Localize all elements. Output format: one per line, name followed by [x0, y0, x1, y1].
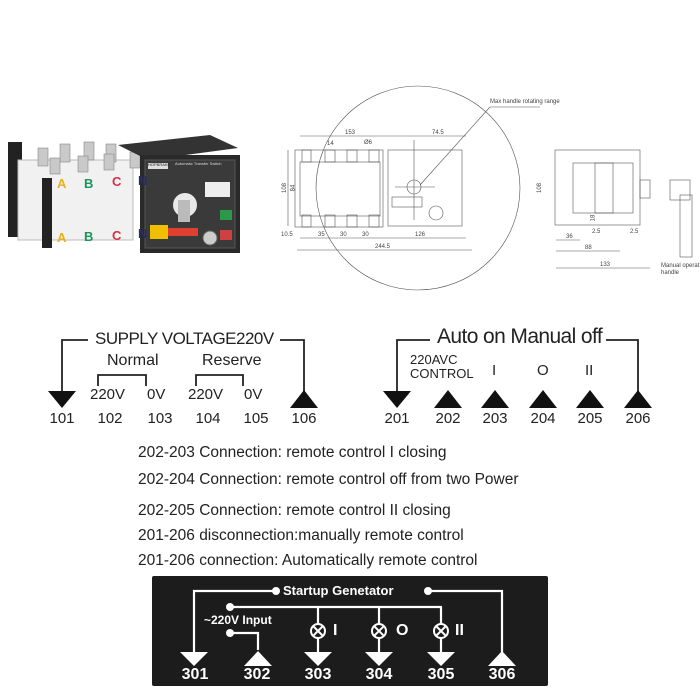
- phase-c-top: C: [112, 174, 122, 189]
- phase-c-bottom: C: [112, 228, 122, 243]
- terminal-205: 205: [577, 410, 603, 427]
- terminal-205-arrow: [576, 390, 604, 408]
- terminal-203: 203: [482, 410, 508, 427]
- dim-126: 126: [415, 232, 426, 238]
- lamp-ii-icon: [433, 623, 449, 639]
- description-line: 202-203 Connection: remote control I clo…: [138, 444, 447, 461]
- terminal-204-arrow: [529, 390, 557, 408]
- control-label-1: 220AVC: [410, 352, 458, 367]
- phase-a-bottom: A: [57, 230, 67, 245]
- terminal-105: 105: [243, 410, 269, 427]
- voltage-102: 220V: [90, 386, 126, 403]
- description-line: 201-206 disconnection:manually remote co…: [138, 527, 464, 544]
- terminal-304-arrow: [365, 652, 393, 666]
- description-line: 202-204 Connection: remote control off f…: [138, 471, 519, 488]
- dim-88: 88: [585, 245, 592, 251]
- terminal-204: 204: [530, 410, 556, 427]
- terminal-202: 202: [435, 410, 461, 427]
- dim-10-5: 10.5: [281, 232, 293, 238]
- terminal-201: 201: [384, 410, 410, 427]
- terminal-302: 302: [243, 666, 271, 683]
- brand-label: HOPBRAKE: [148, 162, 171, 167]
- control-label-2: CONTROL: [410, 366, 474, 381]
- position-i-label: I: [492, 362, 497, 379]
- dim-133: 133: [600, 262, 611, 268]
- dim-diameter-6: Ø6: [364, 140, 373, 146]
- auto-title: Auto on Manual off: [437, 325, 603, 348]
- input-label: ~220V Input: [204, 613, 272, 627]
- position-ii-label: II: [585, 362, 594, 379]
- terminal-304: 304: [365, 666, 393, 683]
- dim-153: 153: [345, 130, 356, 136]
- dim-14: 14: [327, 141, 334, 147]
- terminal-306-arrow: [488, 651, 516, 666]
- terminal-101: 101: [49, 410, 75, 427]
- description-line: 201-206 connection: Automatically remote…: [138, 552, 478, 569]
- voltage-103: 0V: [147, 386, 166, 403]
- voltage-104: 220V: [188, 386, 224, 403]
- dim-35: 35: [318, 232, 325, 238]
- lamp-i-label: I: [333, 622, 338, 639]
- phase-b-top: B: [84, 176, 94, 191]
- terminal-303: 303: [304, 666, 332, 683]
- terminal-103: 103: [147, 410, 173, 427]
- phase-b-bottom: B: [84, 229, 94, 244]
- rotating-range-callout: Max handle rotating range: [490, 99, 560, 105]
- dim-244-5: 244.5: [375, 244, 391, 250]
- description-line: 202-205 Connection: remote control II cl…: [138, 502, 451, 519]
- terminal-206-arrow: [624, 390, 652, 408]
- terminal-305-arrow: [427, 652, 455, 666]
- lamp-o-icon: [371, 623, 387, 639]
- phase-a-top: A: [57, 176, 67, 191]
- handle-label-2: handle: [661, 270, 680, 276]
- lamp-ii-label: II: [455, 622, 464, 639]
- phase-n-bottom: N: [138, 226, 148, 241]
- dim-30b: 30: [362, 232, 369, 238]
- terminal-104: 104: [195, 410, 221, 427]
- position-o-label: O: [537, 362, 549, 379]
- dim-36: 36: [566, 234, 573, 240]
- terminal-106: 106: [291, 410, 317, 427]
- voltage-105: 0V: [244, 386, 263, 403]
- dim-2-5a: 2.5: [592, 229, 601, 235]
- dim-2-5b: 2.5: [630, 229, 639, 235]
- terminal-202-arrow: [434, 390, 462, 408]
- terminal-303-arrow: [304, 652, 332, 666]
- supply-title: SUPPLY VOLTAGE220V: [95, 329, 274, 348]
- normal-label: Normal: [107, 352, 159, 369]
- lamp-i-icon: [310, 623, 326, 639]
- handle-label: Manual operat: [661, 263, 700, 269]
- terminal-203-arrow: [481, 390, 509, 408]
- terminal-301-arrow: [180, 652, 208, 666]
- terminal-301: 301: [181, 666, 209, 683]
- reserve-label: Reserve: [202, 352, 262, 369]
- terminal-302-arrow: [244, 651, 272, 666]
- dim-74-5: 74.5: [432, 130, 444, 136]
- generator-title: Startup Genetator: [283, 583, 394, 598]
- dim-30a: 30: [340, 232, 347, 238]
- terminal-106-arrow: [290, 390, 318, 408]
- terminal-102: 102: [97, 410, 123, 427]
- terminal-305: 305: [427, 666, 455, 683]
- terminal-206: 206: [625, 410, 651, 427]
- phase-n-top: N: [138, 173, 148, 188]
- terminal-101-arrow: [48, 391, 76, 408]
- terminal-306: 306: [488, 666, 516, 683]
- terminal-201-arrow: [383, 391, 411, 408]
- panel-title: Automatic Transfer Switch: [175, 161, 222, 166]
- lamp-o-label: O: [396, 622, 409, 639]
